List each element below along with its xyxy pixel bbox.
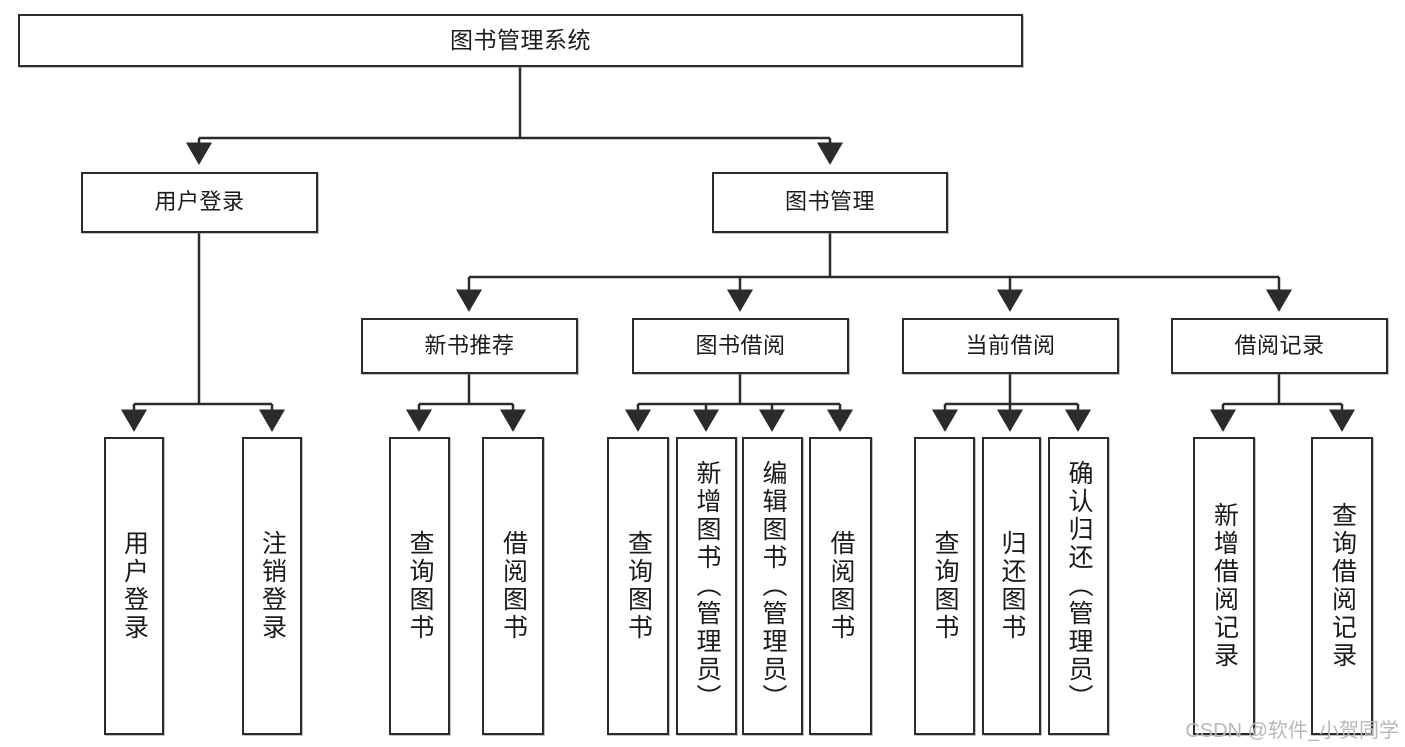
node-leaf-add-record[interactable]: 新增借阅记录: [1193, 437, 1255, 735]
node-borrow-record-label: 借阅记录: [1234, 332, 1325, 358]
node-leaf-query-book-2[interactable]: 查询图书: [607, 437, 669, 735]
node-leaf-confirm-return-label: 确认归还（管理员）: [1065, 460, 1093, 712]
node-current-borrow-label: 当前借阅: [965, 332, 1056, 358]
node-leaf-query-book-2-label: 查询图书: [624, 530, 653, 642]
node-book-borrow[interactable]: 图书借阅: [632, 318, 849, 374]
node-root-label: 图书管理系统: [450, 27, 591, 54]
node-leaf-borrow-book-1[interactable]: 借阅图书: [482, 437, 544, 735]
node-leaf-borrow-book-2[interactable]: 借阅图书: [809, 437, 872, 735]
node-leaf-logout-label: 注销登录: [258, 530, 287, 642]
node-leaf-user-login[interactable]: 用户登录: [104, 437, 164, 735]
node-leaf-query-book-3-label: 查询图书: [931, 530, 959, 642]
node-leaf-edit-book-label: 编辑图书（管理员）: [759, 460, 787, 712]
node-leaf-query-record-label: 查询借阅记录: [1328, 502, 1357, 670]
node-leaf-query-record[interactable]: 查询借阅记录: [1311, 437, 1373, 735]
node-leaf-query-book-3[interactable]: 查询图书: [914, 437, 975, 735]
node-book-borrow-label: 图书借阅: [695, 332, 786, 358]
node-leaf-add-book-label: 新增图书（管理员）: [693, 460, 721, 712]
node-leaf-add-record-label: 新增借阅记录: [1210, 502, 1239, 670]
node-leaf-confirm-return[interactable]: 确认归还（管理员）: [1048, 437, 1109, 735]
node-new-book-recommend-label: 新书推荐: [424, 332, 515, 358]
node-root[interactable]: 图书管理系统: [18, 14, 1023, 67]
node-current-borrow[interactable]: 当前借阅: [902, 318, 1119, 374]
node-leaf-return-book[interactable]: 归还图书: [982, 437, 1041, 735]
node-book-manage[interactable]: 图书管理: [712, 172, 948, 233]
node-user-login-label: 用户登录: [154, 189, 245, 215]
node-leaf-borrow-book-1-label: 借阅图书: [499, 530, 528, 642]
node-leaf-logout[interactable]: 注销登录: [242, 437, 302, 735]
node-book-manage-label: 图书管理: [784, 189, 875, 215]
node-leaf-user-login-label: 用户登录: [120, 530, 149, 642]
node-leaf-query-book-1[interactable]: 查询图书: [389, 437, 450, 735]
node-borrow-record[interactable]: 借阅记录: [1171, 318, 1388, 374]
node-leaf-add-book[interactable]: 新增图书（管理员）: [676, 437, 737, 735]
node-leaf-query-book-1-label: 查询图书: [406, 530, 434, 642]
node-leaf-return-book-label: 归还图书: [998, 530, 1026, 642]
node-new-book-recommend[interactable]: 新书推荐: [361, 318, 578, 374]
node-user-login[interactable]: 用户登录: [81, 172, 318, 233]
node-leaf-edit-book[interactable]: 编辑图书（管理员）: [742, 437, 803, 735]
node-leaf-borrow-book-2-label: 借阅图书: [827, 530, 855, 642]
